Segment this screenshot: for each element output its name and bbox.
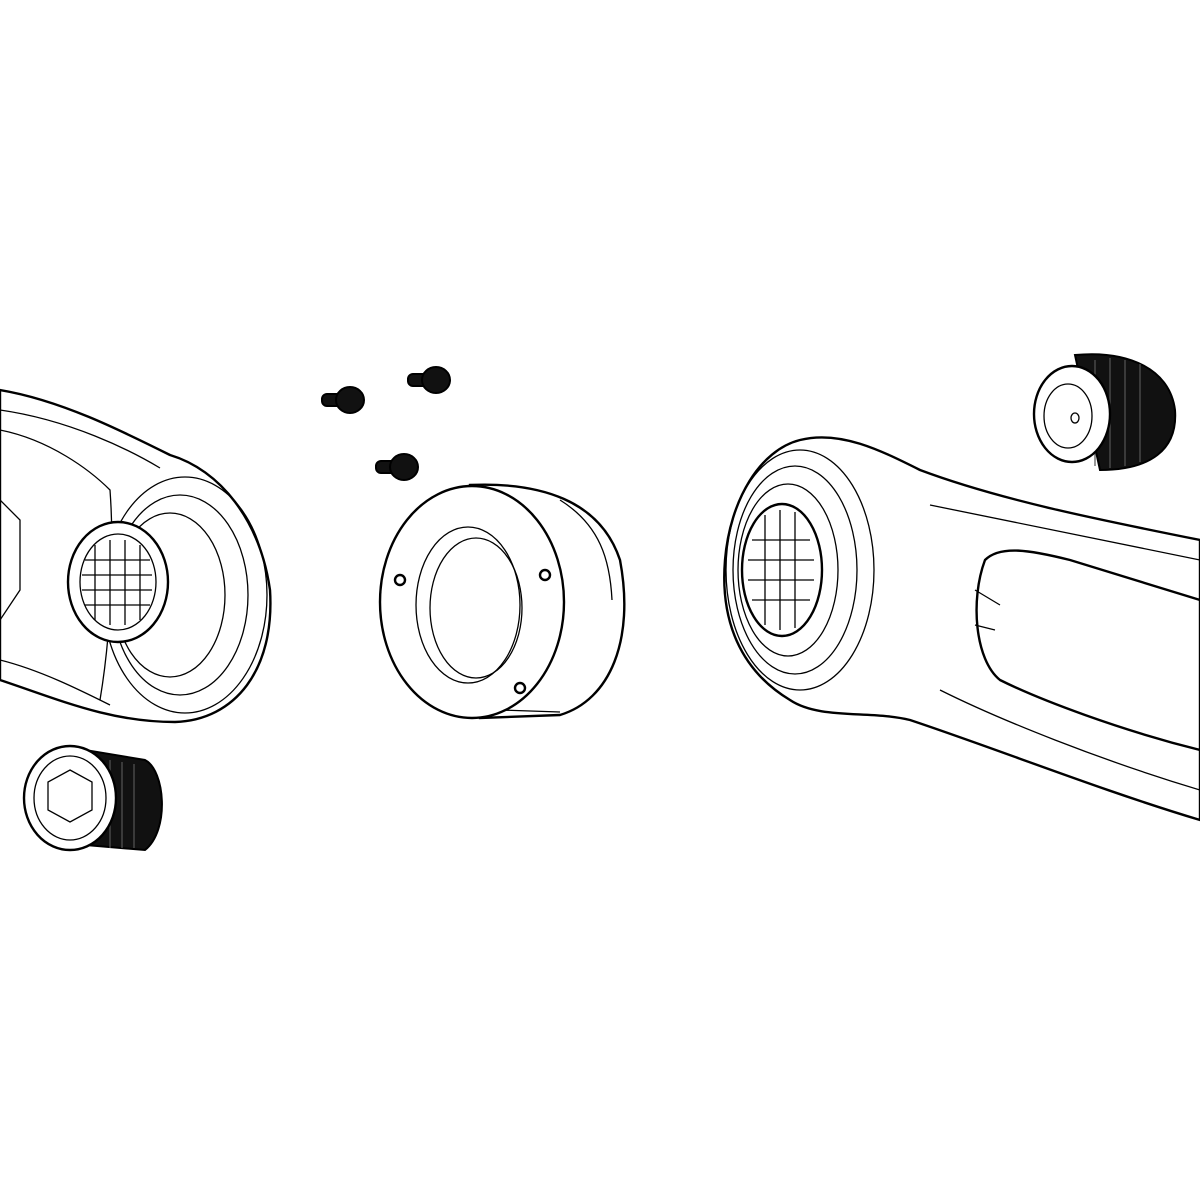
hex-socket-icon [47,769,93,823]
screw-1 [321,386,365,414]
left-crank-arm [0,388,272,724]
screw-2 [407,366,451,394]
left-crank-bolt [22,744,163,852]
spacer-ring [378,483,626,720]
screw-3 [375,453,419,481]
bolt-center-icon [1070,412,1080,424]
right-spline-icon [748,510,814,630]
right-crank-bolt [1032,353,1177,472]
right-crank-arm [723,436,1200,822]
left-spline-icon [82,540,152,625]
